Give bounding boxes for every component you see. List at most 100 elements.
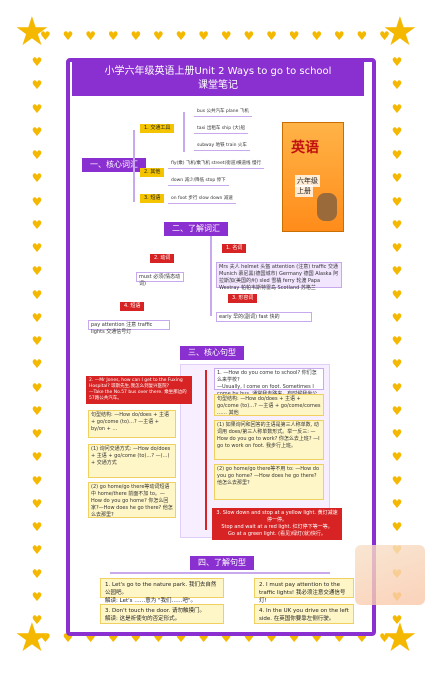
heart-icon: ♥ — [31, 287, 43, 302]
heart-icon: ♥ — [31, 520, 43, 534]
heart-row-bottom: ♥♥♥♥♥♥♥♥♥♥♥♥♥♥♥♥ — [40, 632, 390, 646]
heart-icon: ♥ — [130, 631, 142, 645]
heart-icon: ♥ — [175, 631, 187, 645]
verbs-detail: must 必须(情态动词) — [136, 272, 184, 287]
branch-nouns: 1. 名词 — [222, 244, 247, 253]
sentence-card-3: 3. Don't touch the door. 请勿触摸门。 解读: 这是祈使… — [100, 604, 224, 624]
note-right-1: 句型结构: —How do/does + 主语 + go/come (to)…?… — [214, 394, 324, 416]
star-icon: ★ — [382, 615, 418, 661]
heart-icon: ♥ — [391, 357, 403, 372]
branch-adjectives: 3. 形容词 — [228, 294, 258, 303]
heart-icon: ♥ — [31, 496, 43, 511]
heart-icon: ♥ — [311, 29, 323, 43]
phrases-detail: pay attention 注意 traffic lights 交通信号灯 — [88, 320, 170, 335]
heart-icon: ♥ — [40, 29, 51, 43]
heart-icon: ♥ — [311, 631, 323, 645]
heart-icon: ♥ — [391, 496, 403, 511]
heart-icon: ♥ — [391, 124, 403, 139]
textbook-cover-image: 英语 六年级 上册 — [282, 122, 344, 232]
branch-phrases-2: 4. 短语 — [120, 302, 145, 311]
heart-icon: ♥ — [391, 101, 403, 116]
heart-icon: ♥ — [391, 55, 403, 69]
heart-icon: ♥ — [31, 613, 43, 627]
heart-icon: ♥ — [198, 631, 210, 645]
heart-icon: ♥ — [31, 403, 43, 418]
heart-icon: ♥ — [379, 631, 390, 645]
heart-icon: ♥ — [391, 194, 403, 209]
heart-icon: ♥ — [391, 287, 403, 302]
branch-verbs: 2. 动词 — [150, 254, 175, 263]
heart-icon: ♥ — [85, 29, 96, 43]
heart-icon: ♥ — [379, 29, 390, 43]
heart-icon: ♥ — [31, 450, 43, 465]
heart-icon: ♥ — [356, 29, 368, 43]
vocab-leaf: down 减少/降低 stop 停下 — [168, 177, 229, 186]
heart-icon: ♥ — [266, 29, 277, 43]
heart-icon: ♥ — [31, 171, 43, 186]
sentence-card-2: 2. I must pay attention to the traffic l… — [254, 578, 354, 604]
heart-icon: ♥ — [391, 264, 403, 279]
sentence-card-1: 1. Let's go to the nature park. 我们去自然公园吧… — [100, 578, 224, 604]
heart-icon: ♥ — [31, 427, 43, 441]
heart-icon: ♥ — [130, 29, 142, 43]
section-1-header: 一、核心词汇 — [82, 158, 146, 172]
note-left-3: (2) go home/go there等动词短语中 home/there 前面… — [88, 482, 176, 518]
branch-transport: 1. 交通工具 — [140, 124, 175, 133]
heart-icon: ♥ — [243, 631, 255, 645]
vocab-leaf: fly(乘) 飞机/乘飞机 street(街道)横道线 慢行 — [168, 160, 264, 169]
heart-icon: ♥ — [266, 631, 277, 645]
heart-icon: ♥ — [243, 29, 255, 43]
book-volume: 上册 — [295, 185, 313, 197]
heart-icon: ♥ — [31, 264, 43, 279]
heart-icon: ♥ — [391, 78, 403, 93]
heart-column-left: ♥♥♥♥♥♥♥♥♥♥♥♥♥♥♥♥♥♥♥♥♥♥♥♥♥ — [30, 56, 44, 626]
heart-icon: ♥ — [62, 29, 74, 43]
note-right-2: (1) 如果询问和回答的主语是第三人称单数, 动词用 does/第三人称单数形式… — [214, 420, 324, 460]
heart-icon: ♥ — [62, 631, 74, 645]
bear-illustration — [317, 193, 337, 221]
sentence-2: 2. —Mr Jones, how can I get to the Fuxin… — [86, 376, 192, 404]
heart-icon: ♥ — [391, 217, 403, 232]
heart-icon: ♥ — [356, 631, 368, 645]
heart-icon: ♥ — [31, 310, 43, 325]
heart-column-right: ♥♥♥♥♥♥♥♥♥♥♥♥♥♥♥♥♥♥♥♥♥♥♥♥♥ — [390, 56, 404, 626]
heart-icon: ♥ — [31, 380, 43, 395]
heart-icon: ♥ — [31, 473, 43, 488]
section-3-header: 三、核心句型 — [180, 346, 244, 360]
heart-icon: ♥ — [333, 29, 345, 43]
heart-icon: ♥ — [153, 631, 164, 645]
heart-icon: ♥ — [31, 566, 43, 581]
heart-icon: ♥ — [31, 241, 43, 255]
heart-icon: ♥ — [31, 148, 43, 162]
heart-icon: ♥ — [31, 101, 43, 116]
heart-icon: ♥ — [153, 29, 164, 43]
vocab-leaf: on foot 步行 slow down 减速 — [168, 195, 236, 204]
heart-icon: ♥ — [391, 450, 403, 465]
heart-icon: ♥ — [198, 29, 210, 43]
heart-icon: ♥ — [391, 171, 403, 186]
sentence-card-4: 4. In the UK you drive on the left side.… — [254, 604, 354, 624]
section-4-header: 四、了解句型 — [190, 556, 254, 570]
vocab-leaf: taxi 出租车 ship (大)船 — [194, 125, 249, 134]
heart-icon: ♥ — [391, 427, 403, 441]
heart-icon: ♥ — [31, 55, 43, 69]
heart-icon: ♥ — [220, 631, 232, 645]
heart-icon: ♥ — [31, 334, 43, 348]
sentence-1: 1. —How do you come to school? 你们怎么来学校? … — [214, 368, 324, 404]
nouns-detail: Mrs 夫人 helmet 头盔 attention (注意) traffic … — [216, 262, 342, 291]
heart-icon: ♥ — [31, 194, 43, 209]
heart-icon: ♥ — [391, 473, 403, 488]
heart-icon: ♥ — [85, 631, 96, 645]
note-right-3: (2) go home/go there等不用 to: —How do you … — [214, 464, 324, 500]
heart-icon: ♥ — [288, 29, 300, 43]
sentence-3: 3. Slow down and stop at a yellow light.… — [212, 508, 342, 540]
heart-icon: ♥ — [391, 334, 403, 348]
branch-other: 2. 其他 — [140, 168, 165, 177]
star-icon: ★ — [382, 9, 418, 55]
heart-icon: ♥ — [31, 357, 43, 372]
heart-row-top: ♥♥♥♥♥♥♥♥♥♥♥♥♥♥♥♥ — [40, 30, 390, 44]
section-2-header: 二、了解词汇 — [164, 222, 228, 236]
heart-icon: ♥ — [107, 29, 119, 43]
adjectives-detail: early 早的(副词) fast 快的 — [216, 312, 312, 322]
books-decoration — [355, 545, 425, 605]
